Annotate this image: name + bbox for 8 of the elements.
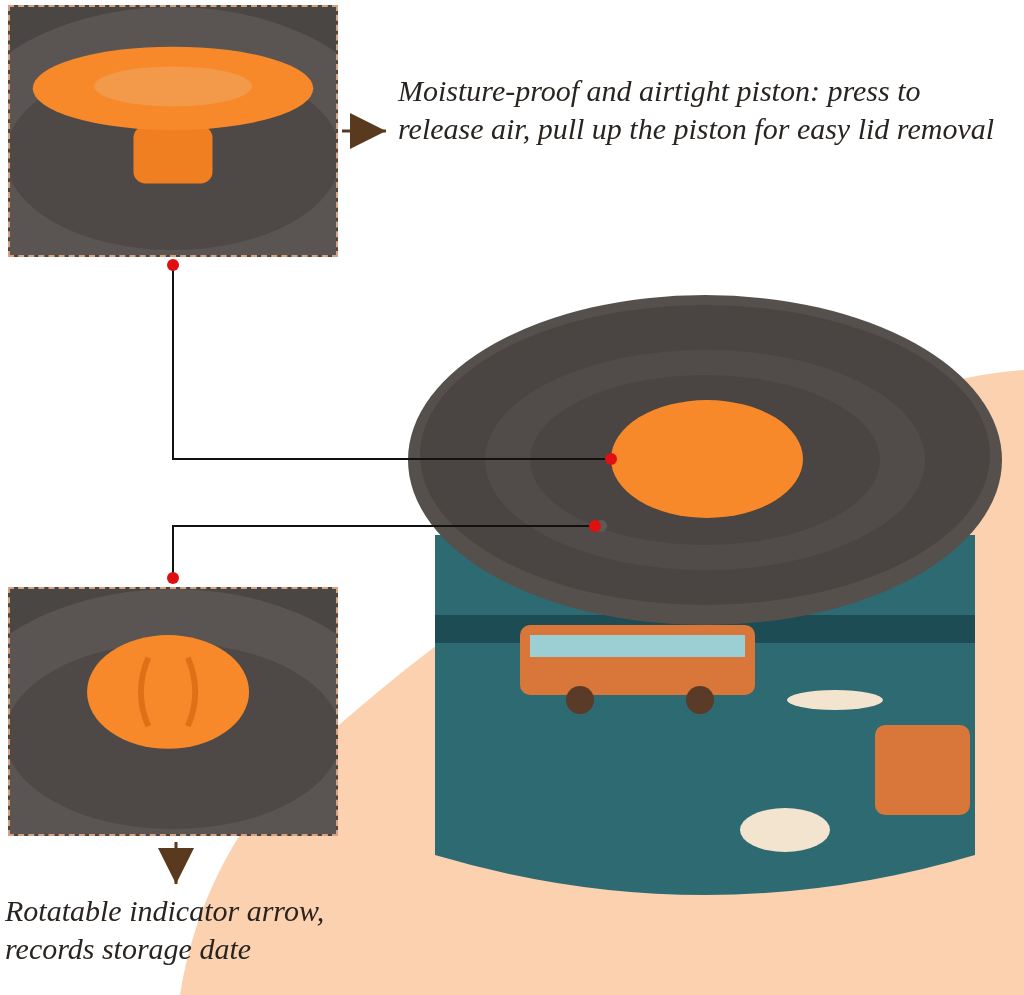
leader-line [167,259,617,465]
photo-placeholder [8,5,338,257]
caption-text: Rotatable indicator arrow, records storage date [5,893,326,967]
arrow [158,842,194,884]
photo-placeholder [8,587,338,836]
leader-line [167,520,601,584]
caption-text: Moisture-proof and airtight piston: press to release air, pull up the piston for easy lid removal [398,73,996,147]
arrow [342,113,386,149]
